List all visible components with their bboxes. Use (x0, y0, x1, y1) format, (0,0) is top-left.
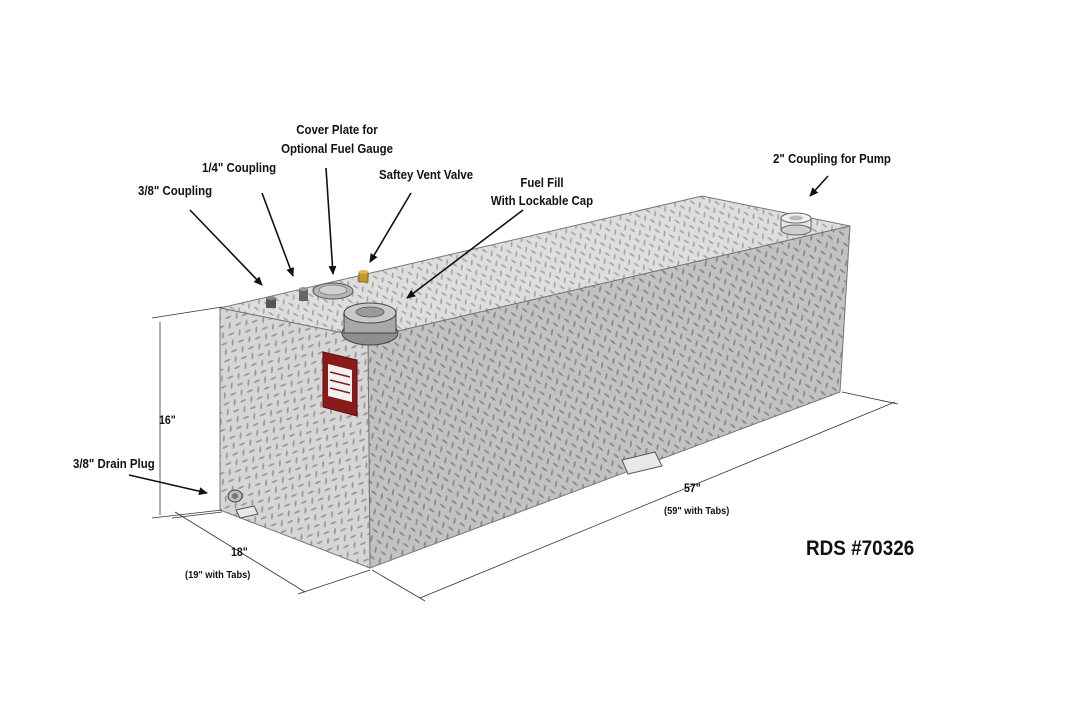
dimension-length-tabs: (59" with Tabs) (664, 505, 730, 517)
dimension-width-tabs: (19" with Tabs) (185, 569, 251, 581)
label-cover-plate-line2: Optional Fuel Gauge (281, 141, 393, 156)
arrow-drain (128, 474, 208, 496)
arrow-three-eighths (189, 209, 263, 286)
dimension-height: 16" (159, 413, 176, 427)
tank-end-face (219, 307, 371, 569)
coupling-quarter-fitting (299, 287, 308, 301)
warning-decal (322, 351, 358, 417)
label-fuel-fill-line1: Fuel Fill (520, 175, 564, 190)
label-drain-plug: 3/8" Drain Plug (73, 456, 155, 471)
dimension-length: 57" (684, 481, 701, 495)
label-coupling-three-eighths: 3/8" Coupling (138, 183, 213, 198)
mounting-tab-end (235, 505, 259, 519)
arrow-vent-valve (369, 192, 412, 263)
pump-coupling-fitting (780, 212, 812, 236)
arrow-quarter (261, 192, 294, 277)
vent-valve-fitting (358, 270, 369, 283)
mounting-tab-side (621, 451, 663, 475)
fuel-fill-cap (341, 302, 399, 346)
label-coupling-quarter: 1/4" Coupling (202, 160, 277, 175)
label-vent-valve: Saftey Vent Valve (379, 167, 474, 182)
model-number: RDS #70326 (806, 537, 915, 560)
coupling-three-eighths-fitting (266, 296, 276, 308)
arrow-fuel-fill (406, 209, 524, 299)
label-cover-plate: Cover Plate for Optional Fuel Gauge (271, 120, 403, 158)
cover-plate-fitting (312, 282, 354, 300)
label-fuel-fill-line2: With Lockable Cap (490, 193, 594, 208)
arrow-cover-plate (325, 167, 337, 275)
label-pump-coupling: 2" Coupling for Pump (773, 151, 891, 166)
dimension-width: 18" (231, 545, 248, 559)
leader-arrows (128, 167, 829, 496)
arrow-pump (809, 175, 829, 197)
drain-plug-fitting (227, 489, 243, 503)
label-cover-plate-line1: Cover Plate for (296, 122, 378, 137)
dimension-lines (151, 306, 899, 602)
label-fuel-fill: Fuel Fill With Lockable Cap (486, 174, 599, 210)
fuel-tank (219, 195, 851, 569)
